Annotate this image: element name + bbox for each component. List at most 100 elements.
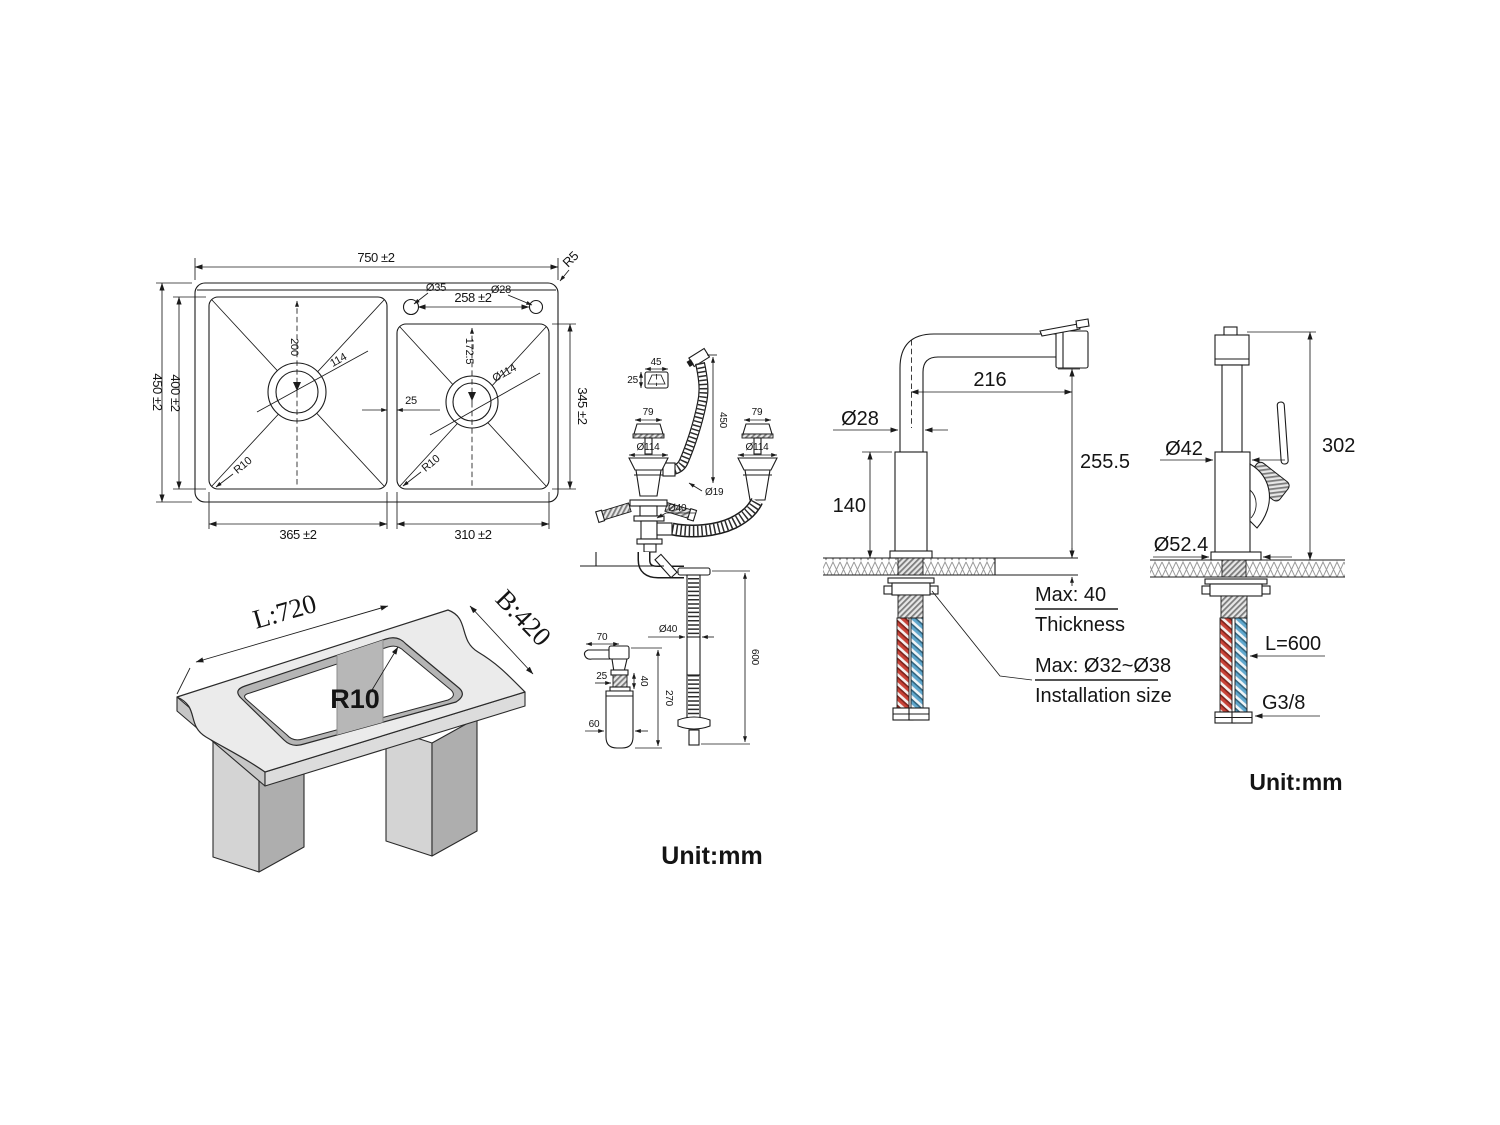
handle-lever — [1276, 401, 1289, 465]
dim-216-label: 216 — [973, 369, 1006, 391]
dim-body-height: 140 — [833, 451, 892, 559]
dim-450-label: 450 ±2 — [150, 373, 165, 410]
faucet-hole-right — [528, 299, 544, 315]
dim-o19-label: Ø19 — [705, 487, 724, 498]
dim-thread-size: G3/8 — [1254, 692, 1320, 719]
dim-o114-left-label: Ø114 — [637, 442, 661, 453]
overflow-hose — [662, 347, 711, 477]
dim-o40-pipe-label: Ø40 — [659, 624, 678, 635]
sink-top-view: 750 ±2 R5 Ø35 Ø28 258 ±2 450 ±2 400 ±2 — [150, 248, 590, 542]
dim-79-right-label: 79 — [752, 407, 763, 418]
sprayer-lever — [1039, 323, 1081, 337]
dim-base-dia: Ø52.4 — [1153, 534, 1292, 560]
spout-inner — [922, 356, 1058, 452]
dim-left-bowl-depth: 400 ±2 — [168, 296, 206, 490]
dim-total-height: 302 — [1247, 331, 1355, 561]
dim-o40-valve-label: Ø40 — [668, 503, 687, 514]
drain-center-arrow — [293, 382, 301, 391]
mounting-hardware — [1201, 578, 1271, 619]
dim-o28-label: Ø28 — [491, 284, 511, 296]
dim-365-label: 365 ±2 — [279, 527, 316, 542]
waste-tee-body — [595, 499, 698, 553]
right-bowl — [396, 323, 550, 490]
base-flange — [1210, 551, 1262, 561]
dim-172-label: 172.5 — [463, 338, 475, 365]
dim-dispenser-thread-dia: 25 — [595, 671, 612, 685]
drain-assembly: 45 25 450 — [580, 347, 778, 870]
install-callout: Max: Ø32~Ø38 Installation size — [1035, 655, 1172, 707]
dim-b420-label: B:420 — [490, 584, 557, 652]
dim-corner-radius: R5 — [560, 248, 581, 282]
right-leg-side — [431, 717, 478, 857]
left-bowl — [208, 296, 388, 490]
dim-right-bowl-width: 310 ±2 — [396, 492, 550, 542]
dim-hose-length: L=600 — [1249, 633, 1325, 659]
faucet-body — [894, 451, 928, 553]
dim-258-label: 258 ±2 — [454, 290, 491, 305]
left-strainer: 79 Ø114 — [628, 407, 669, 497]
dim-spout-dia: Ø28 — [833, 408, 948, 433]
dim-45-label: 45 — [651, 357, 662, 368]
dim-25-label: 25 — [405, 395, 417, 407]
counter-section — [823, 557, 1078, 576]
dim-dispenser-spout: 70 — [585, 632, 620, 646]
dim-400-label: 400 ±2 — [168, 374, 183, 411]
dim-25-thread-label: 25 — [596, 671, 607, 682]
dim-200-label: 200 — [288, 338, 300, 356]
dim-600-label: 600 — [749, 649, 760, 666]
trap-elbow — [637, 552, 711, 579]
right-strainer: 79 Ø114 — [737, 407, 778, 501]
sprayer-block — [1214, 334, 1250, 366]
dim-70-label: 70 — [597, 632, 608, 643]
dim-outlet-pipe-dia: Ø40 — [648, 624, 714, 639]
dim-l600-label: L=600 — [1265, 633, 1321, 655]
dim-dispenser-height: 270 — [631, 647, 674, 749]
dim-o42-label: Ø42 — [1165, 438, 1203, 460]
dim-302-label: 302 — [1322, 435, 1355, 457]
dim-dispenser-thread-len: 40 — [632, 672, 649, 690]
thickness-value: Max: 40 — [1035, 584, 1106, 606]
dim-overflow-hose-dia: Ø19 — [688, 482, 724, 498]
dim-o114-right-label: Ø114 — [746, 442, 770, 453]
install-label: Installation size — [1035, 685, 1172, 707]
hot-hose — [896, 617, 910, 709]
install-value: Max: Ø32~Ø38 — [1035, 655, 1171, 677]
dim-25-overflow-label: 25 — [627, 375, 638, 386]
overflow-outlet: 45 25 — [627, 357, 669, 389]
waste-cross-hose — [670, 497, 763, 538]
drain-unit-label: Unit:mm — [661, 842, 762, 870]
dim-o524-label: Ø52.4 — [1154, 534, 1208, 556]
overflow-elbow — [662, 462, 676, 477]
dim-body-dia: Ø42 — [1160, 438, 1285, 463]
dim-r10-iso-label: R10 — [330, 684, 380, 714]
dim-overall-width: 750 ±2 — [194, 250, 559, 280]
drain-dia-line — [429, 372, 541, 436]
supply-hoses — [1214, 617, 1253, 724]
faucet-pullout: Ø28 216 255.5 140 Max: 40 Thickness Max:… — [823, 318, 1172, 721]
dim-270-label: 270 — [663, 690, 674, 707]
drain-center-arrow — [468, 392, 476, 401]
dim-140-label: 140 — [833, 495, 866, 517]
riser-pipe — [1221, 364, 1243, 453]
dim-o35-label: Ø35 — [426, 282, 446, 294]
dim-spout-height: 255.5 — [1058, 368, 1130, 586]
dim-hole-spacing: 258 ±2 — [417, 290, 530, 310]
dim-overall-depth: 450 ±2 — [150, 282, 192, 503]
dim-cutout-radius: R10 — [330, 646, 399, 714]
spout-outer — [899, 333, 1058, 452]
thickness-label: Thickness — [1035, 614, 1125, 636]
dim-40-thread-label: 40 — [638, 676, 649, 687]
dim-valve-dia: Ø40 — [656, 503, 695, 519]
supply-hoses — [892, 617, 930, 721]
dim-right-bowl-depth: 345 ±2 — [552, 323, 590, 490]
faucet-body — [1214, 451, 1251, 554]
dim-750-label: 750 ±2 — [357, 250, 394, 265]
counter-section — [1150, 559, 1345, 578]
dim-left-bowl-width: 365 ±2 — [208, 492, 388, 542]
sprayer-head — [1055, 330, 1089, 369]
dim-hole-left: Ø35 — [413, 282, 446, 305]
dim-o28-faucet-label: Ø28 — [841, 408, 879, 430]
dim-310-label: 310 ±2 — [454, 527, 491, 542]
